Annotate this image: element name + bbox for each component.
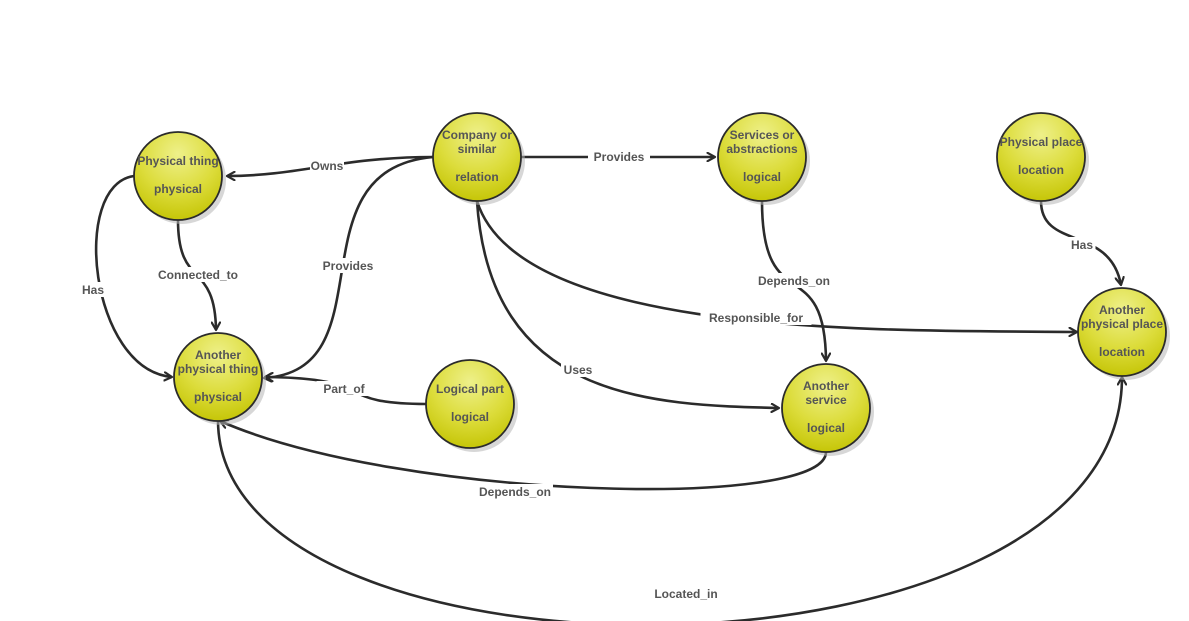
node-physical-thing[interactable]: Physical thing physical	[133, 131, 226, 224]
node-title: Services or	[730, 128, 795, 142]
edge-label-text: Depends_on	[479, 485, 551, 499]
node-type: location	[1099, 345, 1145, 359]
node-type: physical	[194, 390, 242, 404]
edge-label-text: Has	[82, 283, 104, 297]
edge-label-depends-on-physical: Depends_on	[477, 484, 553, 499]
edge-label-text: Part_of	[323, 382, 365, 396]
node-circle[interactable]	[717, 112, 807, 202]
node-type: physical	[154, 182, 202, 196]
node-title: Another	[803, 379, 849, 393]
node-title: Logical part	[436, 382, 504, 396]
node-circle[interactable]	[432, 112, 522, 202]
edge-label-text: Uses	[564, 363, 593, 377]
node-circle[interactable]	[996, 112, 1086, 202]
node-type: location	[1018, 163, 1064, 177]
node-type: logical	[743, 170, 781, 184]
node-title: Company or	[442, 128, 512, 142]
node-logical-part[interactable]: Logical part logical	[425, 359, 518, 452]
edge-depends-on-physical	[220, 421, 828, 491]
node-type: logical	[807, 421, 845, 435]
node-title: Another	[1099, 303, 1145, 317]
edge-label-owns: Owns	[310, 158, 344, 173]
edge-label-text: Connected_to	[158, 268, 238, 282]
node-type: relation	[455, 170, 498, 184]
edge-uses	[475, 200, 779, 408]
edge-label-provides-services: Provides	[588, 149, 650, 164]
edge-label-has-physical: Has	[79, 282, 107, 297]
edge-label-text: Provides	[594, 150, 645, 164]
node-title: Another	[195, 348, 241, 362]
edge-located-in	[216, 377, 1122, 621]
node-title: service	[805, 393, 847, 407]
node-circle[interactable]	[173, 332, 263, 422]
edge-label-provides-physical: Provides	[317, 258, 379, 273]
edge-has-physical	[94, 174, 172, 377]
edge-label-depends-on-service: Depends_on	[756, 273, 832, 288]
node-circle[interactable]	[781, 363, 871, 453]
edge-label-has-place: Has	[1068, 237, 1096, 252]
node-title: similar	[458, 142, 497, 156]
node-circle[interactable]	[1077, 287, 1167, 377]
edge-label-located-in: Located_in	[648, 586, 724, 601]
node-physical-place[interactable]: Physical place location	[996, 112, 1089, 205]
edge-label-text: Has	[1071, 238, 1093, 252]
edge-label-text: Owns	[311, 159, 344, 173]
node-title: Physical place	[1000, 135, 1083, 149]
edge-label-uses: Uses	[561, 362, 595, 377]
node-circle[interactable]	[133, 131, 223, 221]
node-title: abstractions	[726, 142, 798, 156]
node-type: logical	[451, 410, 489, 424]
node-title: physical thing	[178, 362, 259, 376]
edge-label-responsible-for: Responsible_for	[700, 310, 812, 325]
edge-label-text: Depends_on	[758, 274, 830, 288]
edge-label-text: Located_in	[654, 587, 717, 601]
node-title: physical place	[1081, 317, 1163, 331]
edge-label-connected-to: Connected_to	[153, 267, 243, 282]
edge-label-text: Responsible_for	[709, 311, 803, 325]
edge-label-text: Provides	[323, 259, 374, 273]
node-title: Physical thing	[137, 154, 218, 168]
node-circle[interactable]	[425, 359, 515, 449]
edge-label-part-of: Part_of	[316, 381, 372, 396]
